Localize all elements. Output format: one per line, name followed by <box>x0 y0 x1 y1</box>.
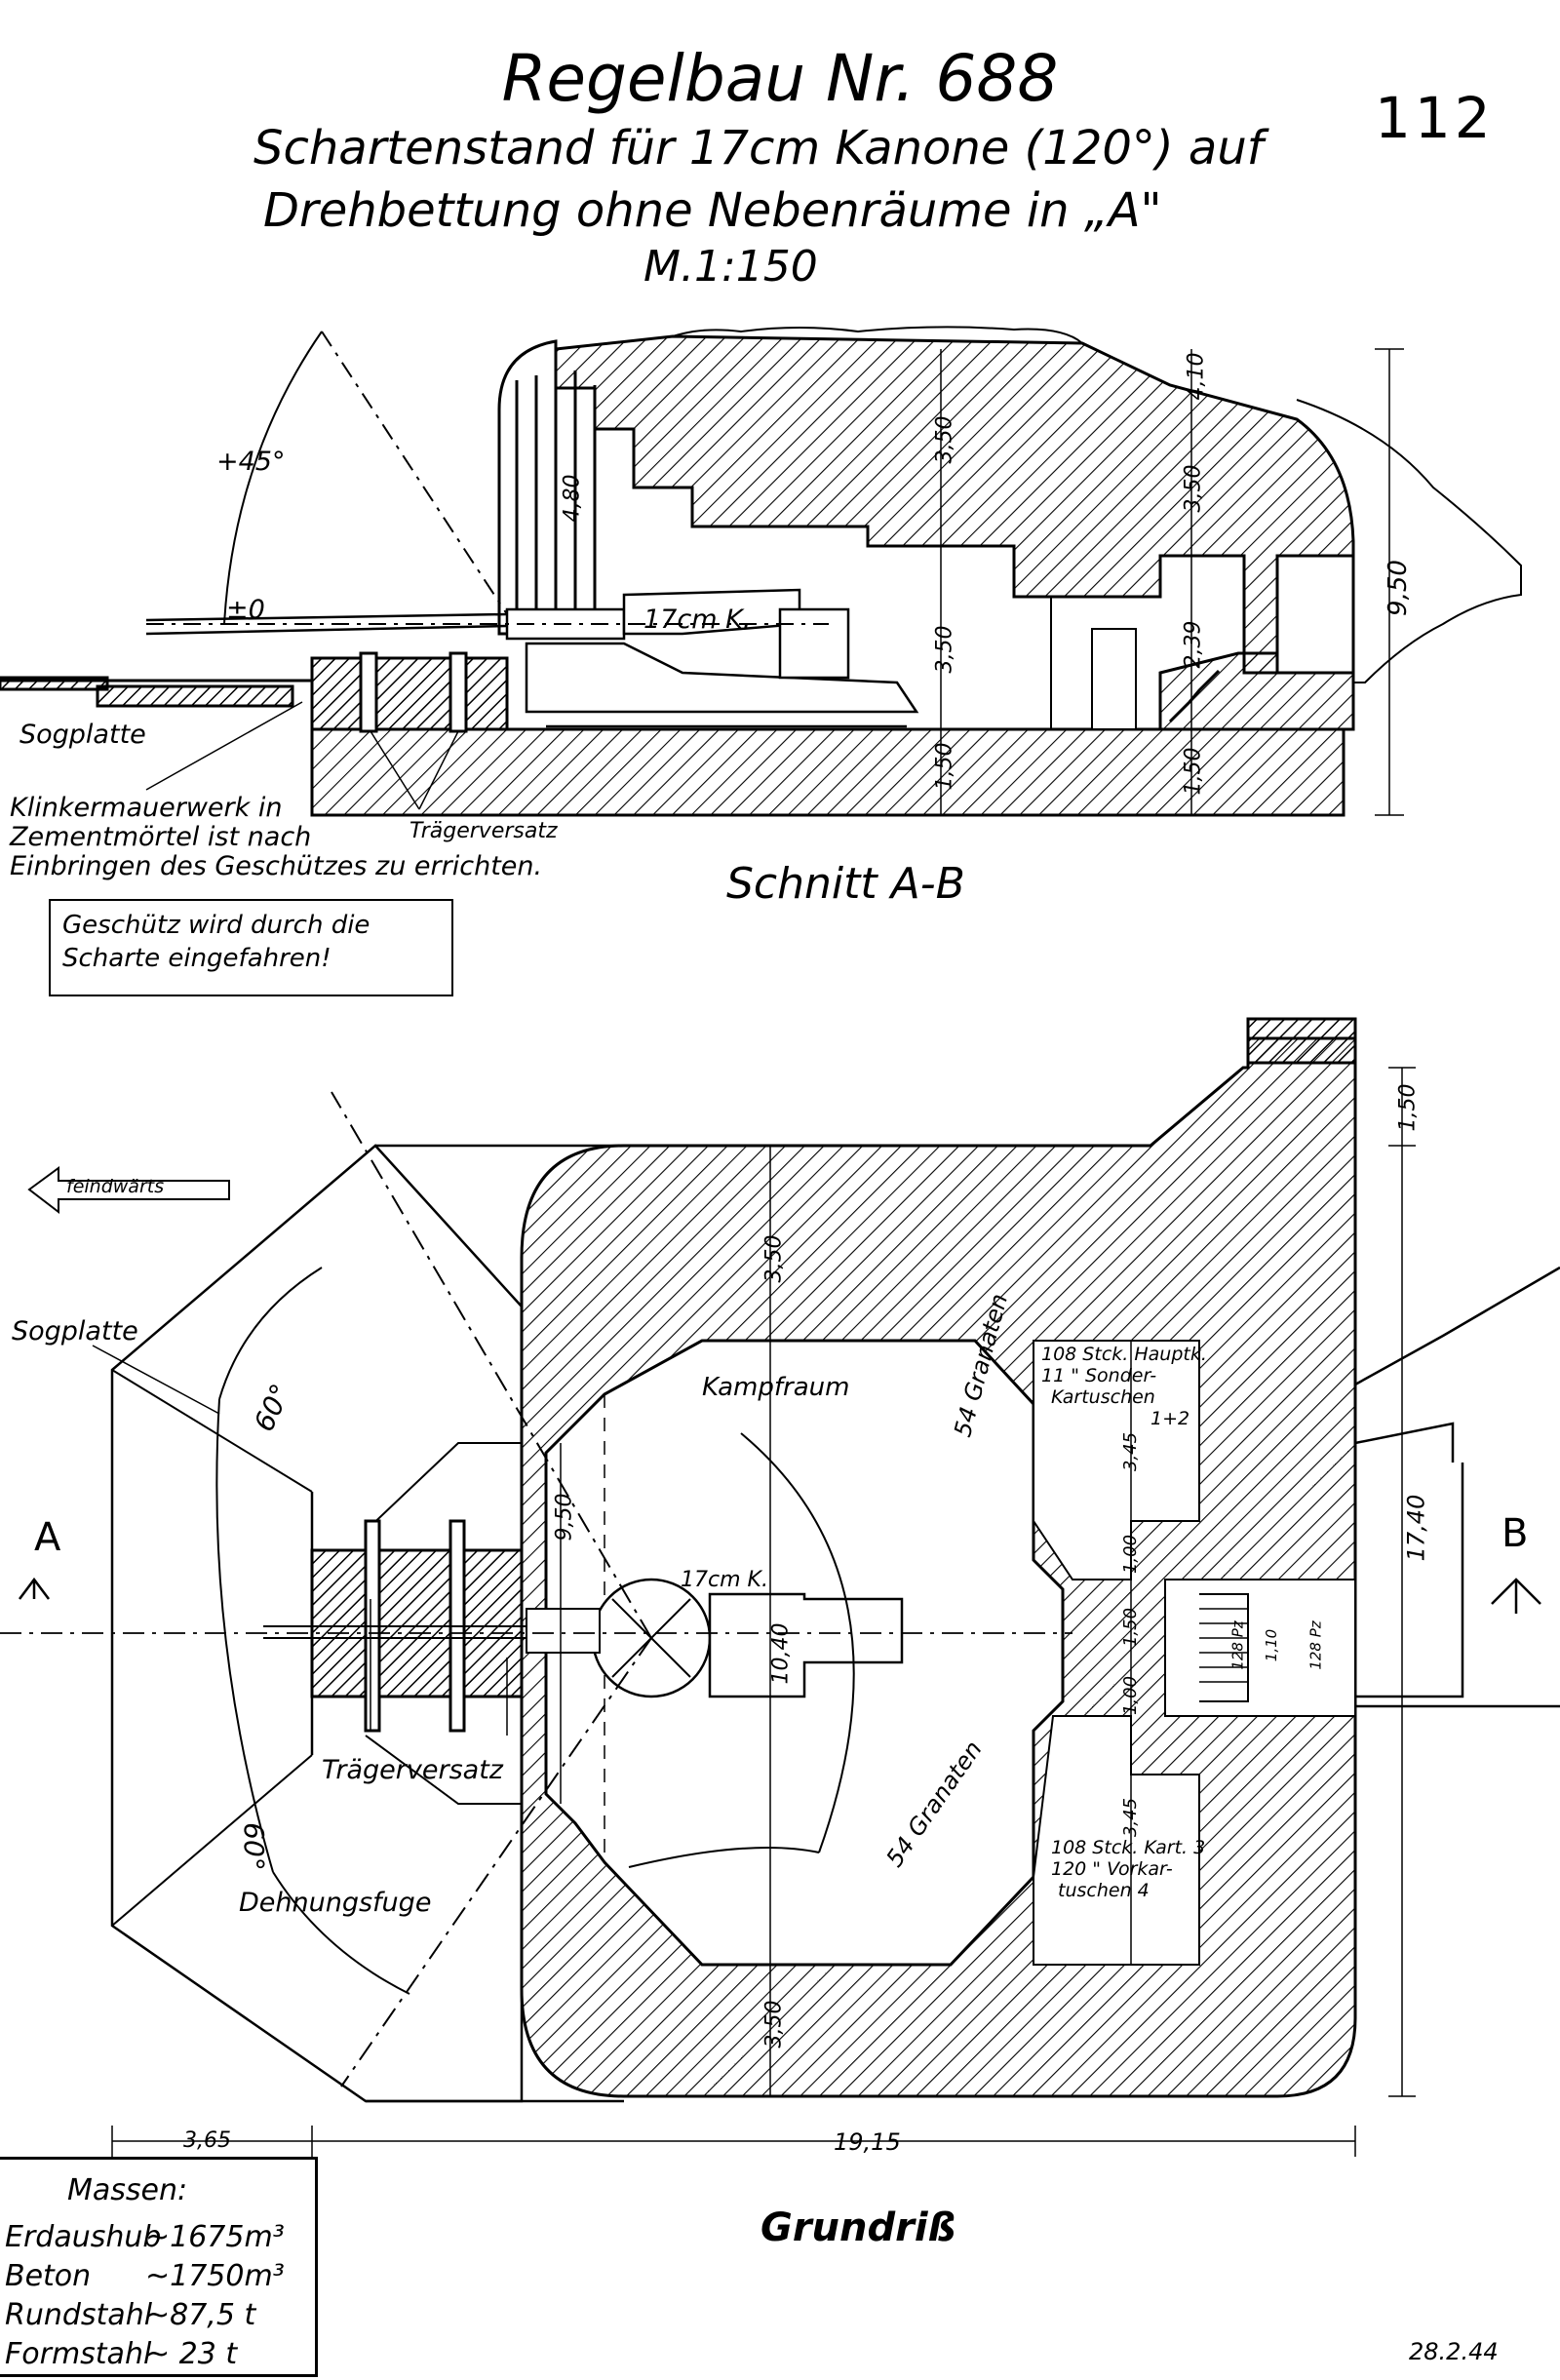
plan-entrance-trench <box>1354 1266 1560 1386</box>
page-number: 112 <box>1375 85 1495 151</box>
section-dim-rear-slab: 1,50 <box>1181 747 1206 796</box>
section-view <box>0 326 1522 817</box>
scale-label: M.1:150 <box>644 242 818 292</box>
section-front-wall <box>497 339 558 636</box>
plan-traverse-ray-bottom <box>340 1637 652 2087</box>
masses-row-value: ~ 23 t <box>145 2337 238 2371</box>
ammo-top-line-2: 11 " Sonder- <box>1041 1365 1157 1386</box>
section-dim-front: 4,80 <box>560 474 585 523</box>
plan-dim-rear-wall: 3,50 <box>761 2000 787 2048</box>
section-traegerversatz-label: Trägerversatz <box>410 819 558 843</box>
masses-row-value: ~87,5 t <box>145 2298 256 2332</box>
ammo-top-line-3: Kartuschen <box>1051 1386 1155 1408</box>
marker-b-label: B <box>1502 1511 1529 1556</box>
section-dim-total-height: 9,50 <box>1383 560 1413 616</box>
plan-traegerversatz-label: Trägerversatz <box>322 1755 503 1785</box>
masses-row-value: ~1675m³ <box>145 2220 285 2254</box>
ammo-bottom-line-1: 108 Stck. Kart. 3 <box>1051 1837 1206 1858</box>
section-title: Schnitt A-B <box>726 859 965 909</box>
angle-bottom-label: 60° <box>237 1822 270 1871</box>
gun-entry-note: Geschütz wird durch die Scharte eingefah… <box>49 899 453 996</box>
clinker-note-line-2: Zementmörtel ist nach <box>10 822 312 852</box>
plan-dim-embrasure: 9,50 <box>552 1493 577 1541</box>
plan-gun-carriage <box>708 1592 904 1698</box>
gun-entry-note-line-2: Scharte eingefahren! <box>62 944 332 973</box>
plan-dim-front-wall: 3,50 <box>761 1234 787 1283</box>
section-dim-cover: 4,10 <box>1184 352 1209 401</box>
marker-b-symbol <box>1491 1578 1541 1605</box>
section-roof <box>554 334 1355 675</box>
masses-row-value: ~1750m³ <box>145 2259 285 2293</box>
section-dim-slab: 1,50 <box>932 742 957 791</box>
plan-dim-niche-top: 3,45 <box>1120 1431 1142 1472</box>
pz-right-label: 128 Pz <box>1306 1620 1325 1670</box>
plan-dim-niche-bottom: 3,45 <box>1120 1797 1142 1838</box>
feindwaerts-arrow <box>27 1166 230 1215</box>
section-sill-block <box>310 656 509 731</box>
section-dim-roof: 3,50 <box>932 415 957 464</box>
plan-dim-door-bottom: 1,00 <box>1120 1675 1142 1716</box>
plan-sogplatte-label: Sogplatte <box>12 1316 138 1346</box>
pz-left-label: 128 Pz <box>1228 1620 1247 1670</box>
section-earth-cover <box>1296 399 1522 683</box>
plan-dim-stair: 1,10 <box>1263 1628 1281 1662</box>
masses-heading: Massen: <box>67 2173 188 2207</box>
section-gun-label: 17cm K. <box>644 605 752 635</box>
gun-entry-note-line-1: Geschütz wird durch die <box>62 911 370 940</box>
section-angle-zero-label: ±0 <box>226 595 265 625</box>
plan-dim-total-width: 19,15 <box>834 2128 901 2156</box>
plan-dim-corridor: 1,50 <box>1120 1607 1142 1648</box>
plan-dim-door-top: 1,00 <box>1120 1534 1142 1575</box>
plan-ammo-niche-bottom <box>1033 1715 1200 1966</box>
plan-title: Grundriß <box>760 2205 956 2250</box>
marker-a-symbol <box>19 1577 50 1600</box>
clinker-note-line-3: Einbringen des Geschützes zu errichten. <box>10 851 543 881</box>
plan-view <box>0 1017 1560 2157</box>
plan-vent-block <box>1246 1017 1357 1065</box>
ammo-bottom-line-3: tuschen 4 <box>1058 1880 1150 1901</box>
plan-gun-label: 17cm K. <box>681 1568 768 1592</box>
masses-row-label: Formstahl <box>5 2337 152 2371</box>
masses-row-label: Erdaushub <box>5 2220 162 2254</box>
masses-table: Massen: Erdaushub ~1675m³ Beton ~1750m³ … <box>0 2157 318 2377</box>
section-dim-room: 3,50 <box>932 625 957 674</box>
section-elevation-arc <box>223 331 323 625</box>
masses-row-label: Rundstahl <box>5 2298 153 2332</box>
subtitle-line-1: Schartenstand für 17cm Kanone (120°) auf <box>254 121 1264 176</box>
clinker-note-line-1: Klinkermauerwerk in <box>10 793 283 823</box>
drawing-title: Regelbau Nr. 688 <box>501 41 1059 116</box>
plan-dim-vent: 1,50 <box>1395 1083 1421 1132</box>
dehnungsfuge-label: Dehnungsfuge <box>239 1888 432 1918</box>
feindwaerts-label: feindwärts <box>66 1176 165 1197</box>
section-dim-rear-room: 2,39 <box>1181 620 1206 669</box>
ammo-top-line-4: 1+2 <box>1150 1408 1190 1429</box>
plan-dim-apron-width: 3,65 <box>183 2128 231 2153</box>
masses-row-label: Beton <box>5 2259 92 2293</box>
drawing-date: 28.2.44 <box>1409 2338 1499 2365</box>
section-sogplatte-label: Sogplatte <box>20 720 146 750</box>
plan-dim-room: 10,40 <box>768 1622 794 1685</box>
marker-a-label: A <box>34 1515 61 1560</box>
section-base-slab <box>310 727 1346 817</box>
section-angle-up-label: +45° <box>216 447 286 477</box>
plan-traverse-ray-top <box>331 1091 652 1639</box>
subtitle-line-2: Drehbettung ohne Nebenräume in „A" <box>263 183 1162 238</box>
kampfraum-label: Kampfraum <box>702 1373 850 1402</box>
ammo-top-line-1: 108 Stck. Hauptk. <box>1041 1344 1207 1365</box>
section-dim-rear-roof: 3,50 <box>1181 464 1206 513</box>
ammo-bottom-line-2: 120 " Vorkar- <box>1051 1858 1173 1880</box>
plan-dim-total-depth: 17,40 <box>1402 1494 1430 1562</box>
